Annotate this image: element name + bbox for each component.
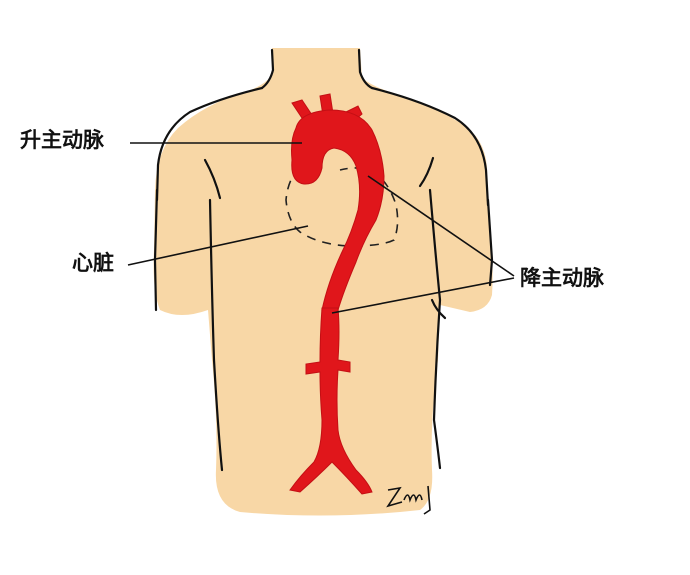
leader-lines — [127, 142, 515, 314]
torso-body — [153, 48, 493, 516]
body-outlines — [153, 48, 494, 472]
leader-descending-aorta-lower — [331, 277, 515, 314]
artist-signature — [386, 485, 431, 515]
label-descending-aorta: 降主动脉 — [520, 266, 604, 290]
aorta — [289, 93, 385, 495]
leader-heart — [127, 225, 309, 266]
leader-descending-aorta-upper — [367, 175, 515, 277]
label-heart: 心脏 — [72, 251, 114, 275]
label-ascending-aorta: 升主动脉 — [20, 128, 104, 152]
